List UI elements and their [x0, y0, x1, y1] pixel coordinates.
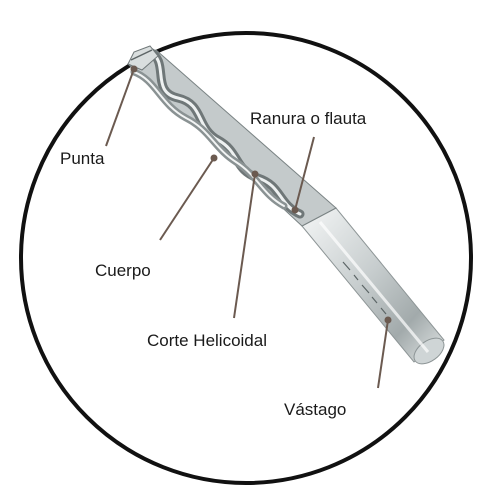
anchor-dot-corte	[252, 171, 259, 178]
label-cuerpo: Cuerpo	[95, 261, 151, 280]
label-corte-helicoidal: Corte Helicoidal	[147, 331, 267, 350]
anchor-dot-vastago	[385, 317, 392, 324]
anchor-dot-cuerpo	[211, 155, 218, 162]
frame-circle	[21, 33, 471, 483]
label-vastago: Vástago	[284, 400, 346, 419]
anchor-dot-ranura	[292, 207, 299, 214]
anchor-dot-punta	[131, 66, 138, 73]
label-ranura-o-flauta: Ranura o flauta	[250, 109, 367, 128]
label-punta: Punta	[60, 149, 105, 168]
